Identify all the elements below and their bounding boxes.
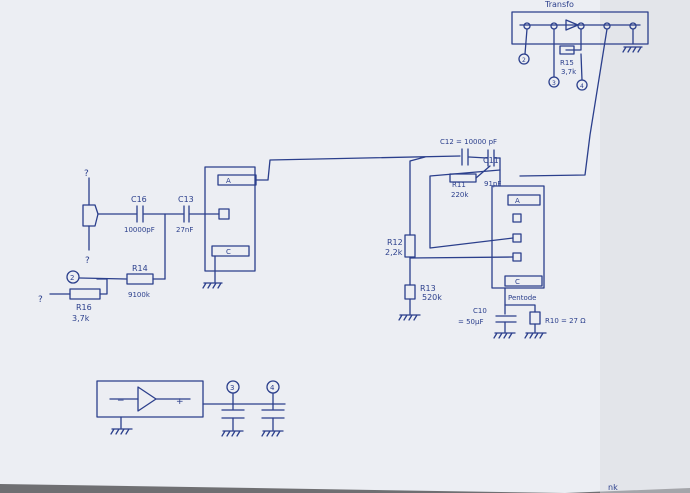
label-r13: R13	[420, 284, 436, 293]
transfo-module	[511, 11, 649, 45]
label-r10: R10 = 27 Ω	[545, 317, 586, 325]
r13-ground-icon	[398, 314, 421, 321]
schematic-labels: Transfo C16 10000pF C13 27nF R14 9100k R…	[38, 0, 618, 492]
label-tube1-a: A	[226, 177, 231, 185]
label-r11-value: 220k	[451, 191, 469, 199]
label-c11: C11	[483, 156, 499, 165]
label-node-3-top: 3	[552, 80, 556, 87]
label-r14-value: 9100k	[128, 291, 151, 299]
pentode-envelope	[491, 185, 545, 289]
label-c12: C12 = 10000 pF	[440, 138, 497, 146]
label-c16-value: 10000pF	[124, 226, 155, 234]
label-amp-minus: −	[117, 396, 125, 406]
tube1-cathode	[211, 245, 250, 257]
label-q-top: ?	[84, 169, 89, 179]
label-q-left: ?	[38, 295, 43, 305]
label-pentode-a: A	[515, 197, 520, 205]
wire-cathode-r10	[504, 304, 536, 313]
node-2-left-circle	[66, 270, 80, 284]
label-r16-value: 3,7k	[72, 314, 90, 323]
label-tube1-c: C	[226, 248, 231, 256]
wire-c12-c11	[468, 156, 488, 159]
label-top-module: Transfo	[544, 0, 574, 9]
tube1-envelope	[204, 166, 256, 272]
label-r13-value: 520k	[422, 293, 442, 302]
ink-drawing	[49, 11, 649, 437]
label-node-2-top: 2	[522, 57, 526, 64]
node-4-bottom-circle	[266, 380, 280, 394]
transfo-output-lead	[519, 28, 608, 177]
label-node-3-bottom: 3	[230, 384, 234, 392]
wire-to-pentode-grid	[409, 256, 514, 259]
label-r11: R11	[452, 181, 466, 189]
tube1-grid	[218, 208, 230, 220]
node-3-bottom-circle	[226, 380, 240, 394]
tube1-anode-wire	[255, 155, 461, 181]
pentode-grid-1	[512, 252, 522, 262]
amp-ground-icon	[110, 428, 133, 435]
wire-r16-right	[96, 278, 108, 295]
pentode-anode	[507, 194, 541, 206]
label-corner-text: nk	[608, 483, 618, 492]
label-r15-value: 3,7k	[561, 68, 577, 76]
label-c10-value: = 50μF	[458, 318, 483, 326]
transfo-diode-icon	[565, 19, 579, 31]
wire-r11-loop	[429, 169, 514, 249]
label-r14: R14	[132, 264, 148, 273]
label-c10: C10	[473, 307, 487, 315]
label-pentode: Pentode	[508, 294, 537, 302]
lead-to-node-4	[580, 53, 583, 81]
wire-r11-c11	[475, 165, 491, 179]
label-r16: R16	[76, 303, 92, 312]
label-node-4-bottom: 4	[270, 384, 275, 392]
label-pentode-c: C	[515, 278, 520, 286]
label-c16: C16	[131, 195, 147, 204]
node4-ground-icon	[261, 430, 284, 437]
label-amp-plus: +	[176, 397, 184, 407]
pentode-grid-2	[512, 233, 522, 243]
amp-block	[96, 380, 204, 418]
node-2-top-circle	[518, 53, 530, 65]
label-node-2-left: 2	[70, 274, 74, 282]
node-4-top-circle	[576, 79, 588, 91]
label-node-4-top: 4	[580, 83, 584, 90]
r15-resistor	[559, 45, 575, 55]
label-r12-value: 2,2k	[385, 248, 403, 257]
pentode-cathode	[504, 275, 543, 287]
input-transformer-icon	[82, 204, 99, 227]
label-c13: C13	[178, 195, 194, 204]
node-3-top-circle	[548, 76, 560, 88]
label-r12: R12	[387, 238, 403, 247]
tube1-ground-icon	[202, 282, 223, 289]
label-c13-value: 27nF	[176, 226, 193, 234]
wire-r12-branch	[409, 156, 426, 236]
label-q-mid: ?	[85, 256, 90, 266]
r10-ground-icon	[524, 332, 547, 339]
module-ground-icon	[622, 46, 643, 53]
lead-to-node-2	[524, 28, 528, 55]
lead-r15	[565, 28, 582, 51]
label-c11-value: 91pF	[484, 180, 501, 188]
pentode-grid-3	[512, 213, 522, 223]
label-r15: R15	[560, 59, 574, 67]
node3-ground-icon	[221, 430, 244, 437]
c10-ground-icon	[493, 332, 516, 339]
paper-shade	[600, 0, 690, 493]
